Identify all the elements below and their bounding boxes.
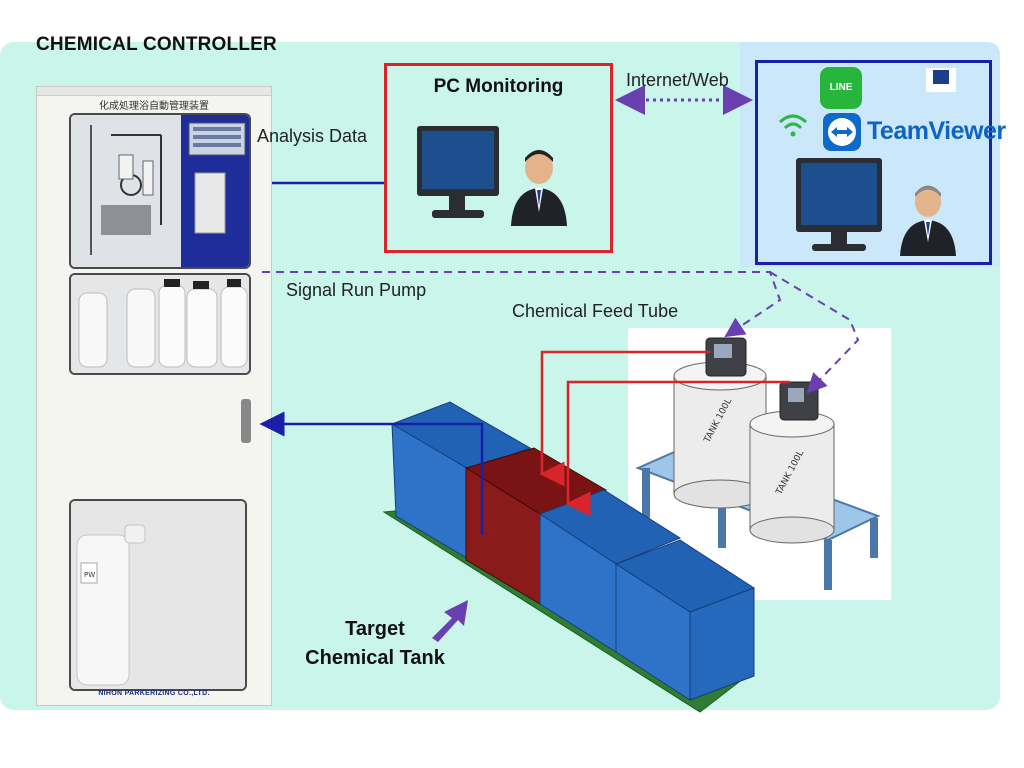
cabinet-handle [241,399,251,443]
wifi-icon [778,114,808,137]
pc-monitoring-title: PC Monitoring [433,76,564,97]
target-label-line2: Chemical Tank [305,647,445,669]
reagent-bottles [71,275,249,373]
internet-web-label: Internet/Web [626,70,729,90]
dosing-pump-1 [705,337,747,377]
chemical-feed-tube-label: Chemical Feed Tube [512,301,679,321]
lower-tank-window: PW [69,499,247,691]
page-title: CHEMICAL CONTROLLER [36,34,277,55]
analyzer-internals [71,115,249,267]
pw-bottle: PW [71,501,245,689]
remote-user-icon [900,185,956,256]
dosing-tanks-illustration: TANK 100L TANK 100L [635,337,881,590]
signal-run-pump-line-1 [262,271,782,338]
small-app-icon [926,68,956,92]
target-chemical-tank-label: Target Chemical Tank [300,615,450,673]
chemical-feed-tube-2 [565,380,790,517]
signal-run-pump-label: Signal Run Pump [286,280,427,300]
cabinet-top [37,87,271,96]
chemical-controller-cabinet: 化成処理浴自動管理装置 [36,86,272,706]
reagent-bottles-window [69,273,251,375]
teamviewer-icon [823,113,861,151]
teamviewer-label: TeamViewer [867,117,1006,145]
pc-monitoring-illustration [417,126,567,226]
dosing-tank-2: TANK 100L [749,410,835,544]
cabinet-heading: 化成処理浴自動管理装置 [99,101,209,112]
user-icon [511,150,567,226]
line-app-icon: LINE [820,67,862,109]
sample-line [259,411,484,535]
target-label-line1: Target [345,618,405,640]
chemical-feed-tube-1 [539,350,710,487]
analyzer-window [69,113,251,269]
target-pointer-arrow [432,600,468,642]
cabinet-maker-label: NIHON PARKERIZING CO.,LTD. [98,690,210,697]
pc-monitoring-box: PC Monitoring [384,63,613,253]
signal-run-pump-line-2 [769,271,860,394]
analysis-data-label: Analysis Data [257,126,368,146]
remote-monitor-icon [796,158,882,251]
pw-bottle-label: PW [84,571,95,579]
monitor-icon [417,126,499,218]
